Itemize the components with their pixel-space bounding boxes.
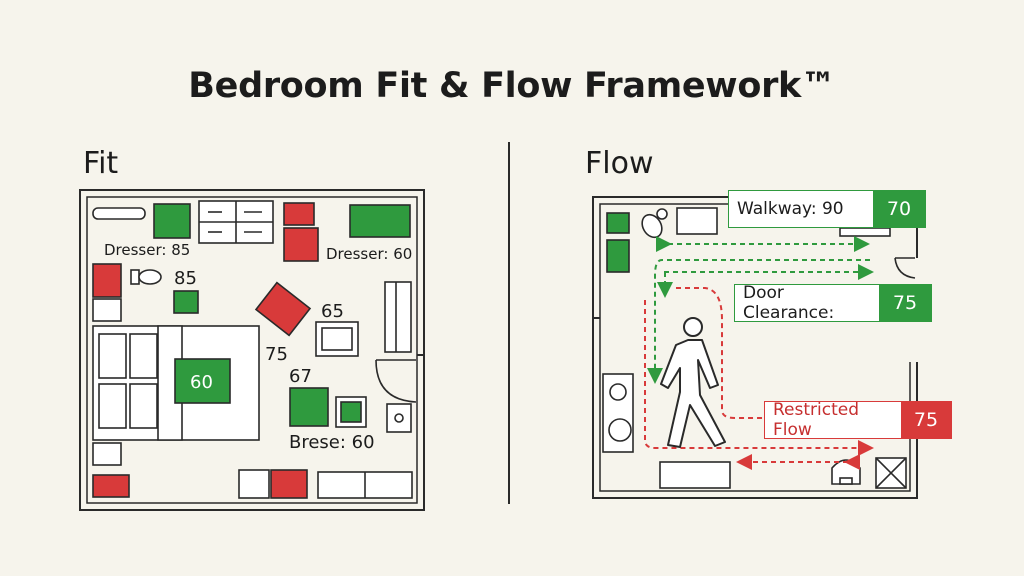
label-65: 65 <box>321 301 344 322</box>
label-67: 67 <box>289 366 312 387</box>
flow-green-box-left <box>606 239 630 273</box>
label-85: 85 <box>174 268 197 289</box>
flow-green-box-top <box>606 212 630 234</box>
flow-furniture <box>602 207 916 489</box>
red-chair-seat <box>283 227 319 262</box>
restricted-flow-callout: Restricted Flow 75 <box>764 400 952 440</box>
red-cabinet-left <box>92 263 122 298</box>
walkway-callout: Walkway: 90 70 <box>728 190 926 228</box>
restricted-flow-label: Restricted Flow <box>773 400 860 440</box>
page-title: Bedroom Fit & Flow Framework™ <box>188 66 836 106</box>
restricted-flow-value: 75 <box>901 402 951 438</box>
small-box-left <box>92 298 122 322</box>
small-box-bed-bottom <box>92 442 122 466</box>
fit-furniture <box>92 200 417 499</box>
flow-left-cabinet <box>602 373 634 453</box>
door-clearance-callout: Door Clearance: 75 <box>734 283 932 323</box>
shelf-piece <box>92 207 146 220</box>
label-75: 75 <box>265 344 288 365</box>
label-dresser-85: Dresser: 85 <box>104 241 190 259</box>
panel-divider <box>508 142 510 504</box>
label-brese-60: Brese: 60 <box>289 432 375 453</box>
door-swing-fit <box>375 359 417 403</box>
green-dresser-top-right <box>349 204 411 238</box>
door-clearance-label: Door Clearance: <box>743 283 835 323</box>
red-box-bottom-left <box>92 474 130 498</box>
label-bed-60: 60 <box>190 372 213 393</box>
green-desk <box>289 387 329 427</box>
walkway-path-green <box>647 236 874 384</box>
red-armchair <box>254 281 312 337</box>
flow-floor-plan <box>592 196 918 499</box>
flow-bottom-box <box>659 461 731 489</box>
bottom-cabinet <box>317 471 413 499</box>
label-dresser-60: Dresser: 60 <box>326 245 412 263</box>
door-clearance-value: 75 <box>879 285 931 321</box>
wardrobe-right <box>384 281 412 353</box>
flow-heading: Flow <box>585 146 654 181</box>
door-swing-flow <box>894 257 916 279</box>
flow-cabinet-top <box>676 207 718 235</box>
green-stool <box>335 396 367 428</box>
sink-icon-flow <box>831 459 861 485</box>
flow-room-inner-wall <box>599 203 911 492</box>
white-armchair <box>315 321 359 357</box>
flow-room-outer-wall <box>592 196 918 499</box>
sink-icon-fit <box>386 403 412 433</box>
red-box-bottom-mid <box>270 469 308 499</box>
fit-floor-plan <box>79 189 425 511</box>
bed-green-zone <box>174 358 231 404</box>
fit-room-inner-wall <box>86 196 418 504</box>
flow-shelf-top-right <box>839 227 891 237</box>
fit-room-outer-wall <box>79 189 425 511</box>
walkway-value: 70 <box>873 191 925 227</box>
green-small-square <box>173 290 199 314</box>
walkway-label: Walkway: 90 <box>737 199 844 219</box>
storage-box-icon <box>875 457 907 489</box>
dresser-drawers <box>198 200 274 244</box>
white-box-bottom <box>238 469 270 499</box>
walking-person-icon <box>660 317 726 448</box>
red-chair-back <box>283 202 315 226</box>
toilet-icon-fit <box>130 269 162 285</box>
restricted-path-red <box>644 287 874 470</box>
fit-heading: Fit <box>83 146 119 181</box>
green-nightstand-top <box>153 203 191 239</box>
toilet-icon-flow <box>641 208 668 239</box>
